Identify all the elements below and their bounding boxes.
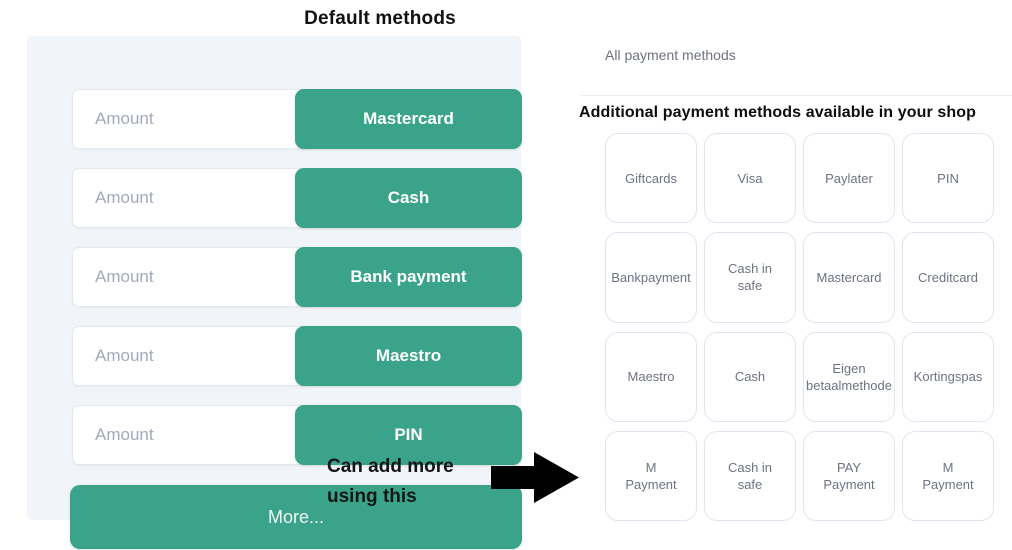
method-card-cash[interactable]: Cash — [704, 331, 796, 422]
method-card-paylater[interactable]: Paylater — [803, 133, 895, 224]
all-payment-methods-label: All payment methods — [605, 47, 736, 63]
method-card-giftcards[interactable]: Giftcards — [605, 133, 697, 224]
method-card-kortingspas[interactable]: Kortingspas — [902, 331, 994, 422]
more-button[interactable]: More... — [70, 485, 522, 549]
default-methods-title: Default methods — [304, 8, 456, 29]
amount-input-mastercard[interactable] — [72, 89, 312, 149]
method-card-m-payment[interactable]: M Payment — [605, 430, 697, 521]
method-card-visa[interactable]: Visa — [704, 133, 796, 224]
amount-input-cash[interactable] — [72, 168, 312, 228]
method-card-bankpayment[interactable]: Bankpayment — [605, 232, 697, 323]
method-card-cash-in-safe-2[interactable]: Cash in safe — [704, 430, 796, 521]
section-divider — [580, 95, 1012, 96]
default-methods-panel: Mastercard Cash Bank payment Maestro PIN… — [27, 36, 522, 549]
method-card-m-payment-2[interactable]: M Payment — [902, 430, 994, 521]
method-button-bank-payment[interactable]: Bank payment — [295, 247, 522, 307]
method-card-mastercard[interactable]: Mastercard — [803, 232, 895, 323]
method-card-pay-payment[interactable]: PAY Payment — [803, 430, 895, 521]
amount-input-maestro[interactable] — [72, 326, 312, 386]
amount-input-bank-payment[interactable] — [72, 247, 312, 307]
amount-input-pin[interactable] — [72, 405, 312, 465]
method-button-pin[interactable]: PIN — [295, 405, 522, 465]
additional-methods-heading: Additional payment methods available in … — [579, 104, 976, 121]
method-card-eigen-betaalmethode[interactable]: Eigen betaalmethode — [803, 331, 895, 422]
default-method-row: Maestro — [72, 326, 522, 386]
default-method-row: Mastercard — [72, 89, 522, 149]
method-button-mastercard[interactable]: Mastercard — [295, 89, 522, 149]
additional-methods-grid: Giftcards Visa Paylater PIN Bankpayment … — [605, 133, 994, 521]
arrow-right-icon — [491, 452, 579, 503]
method-button-maestro[interactable]: Maestro — [295, 326, 522, 386]
method-card-creditcard[interactable]: Creditcard — [902, 232, 994, 323]
method-card-cash-in-safe[interactable]: Cash in safe — [704, 232, 796, 323]
method-button-cash[interactable]: Cash — [295, 168, 522, 228]
method-card-pin[interactable]: PIN — [902, 133, 994, 224]
method-card-maestro[interactable]: Maestro — [605, 331, 697, 422]
default-method-row: Cash — [72, 168, 522, 228]
default-method-row: Bank payment — [72, 247, 522, 307]
default-method-row: PIN — [72, 405, 522, 465]
